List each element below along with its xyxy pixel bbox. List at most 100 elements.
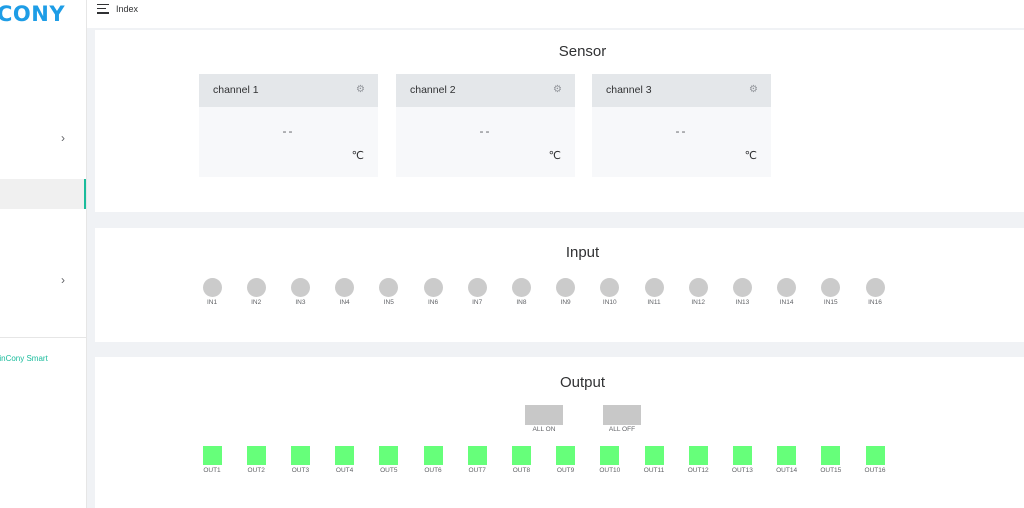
sensor-card-header: channel 1 ⚙ xyxy=(199,74,378,107)
output-relay[interactable]: OUT3 xyxy=(285,446,315,474)
channel-unit: ℃ xyxy=(351,150,364,162)
input-status-dot xyxy=(246,278,266,297)
output-toggle-button[interactable] xyxy=(556,446,576,465)
output-relay[interactable]: OUT15 xyxy=(816,446,846,474)
output-relay[interactable]: OUT11 xyxy=(639,446,669,474)
all-off-button[interactable] xyxy=(603,405,641,425)
output-label: OUT5 xyxy=(380,467,398,474)
output-relay[interactable]: OUT14 xyxy=(772,446,802,474)
output-toggle-button[interactable] xyxy=(290,446,310,465)
output-label: OUT1 xyxy=(203,467,221,474)
output-label: OUT16 xyxy=(864,467,886,474)
sidebar-item-7[interactable]: n xyxy=(0,297,86,325)
input-indicator: IN3 xyxy=(285,278,315,306)
input-status-dot xyxy=(777,278,797,297)
top-bar: Index xyxy=(87,0,1024,28)
sidebar-item-3[interactable]: r xyxy=(0,153,86,181)
breadcrumb[interactable]: Index xyxy=(116,4,139,14)
input-label: IN16 xyxy=(868,299,882,306)
input-label: IN11 xyxy=(647,299,661,306)
input-indicator: IN9 xyxy=(551,278,581,306)
input-status-dot xyxy=(511,278,531,297)
output-relay[interactable]: OUT4 xyxy=(330,446,360,474)
output-toggle-button[interactable] xyxy=(821,446,841,465)
gear-icon[interactable]: ⚙ xyxy=(356,84,365,95)
output-relay[interactable]: OUT6 xyxy=(418,446,448,474)
output-label: OUT4 xyxy=(335,467,354,474)
output-toggle-button[interactable] xyxy=(732,446,752,465)
input-indicator: IN15 xyxy=(816,278,846,306)
output-toggle-button[interactable] xyxy=(511,446,531,465)
input-label: IN10 xyxy=(602,299,617,306)
output-relay[interactable]: OUT5 xyxy=(374,446,404,474)
sidebar-item-sensor[interactable]: or xyxy=(0,179,86,209)
input-label: IN15 xyxy=(823,299,838,306)
sensor-title: Sensor xyxy=(558,43,607,60)
output-label: OUT15 xyxy=(820,467,842,474)
output-relay[interactable]: OUT8 xyxy=(506,446,536,474)
input-status-dot xyxy=(688,278,708,297)
brand-logo: CONY xyxy=(0,2,66,26)
output-relay[interactable]: OUT10 xyxy=(595,446,625,474)
gear-icon[interactable]: ⚙ xyxy=(553,84,562,95)
input-label: IN3 xyxy=(295,299,306,306)
input-label: IN6 xyxy=(427,299,439,306)
input-indicator: IN4 xyxy=(330,278,360,306)
output-relay[interactable]: OUT16 xyxy=(860,446,890,474)
output-toggle-button[interactable] xyxy=(335,446,355,465)
input-label: IN7 xyxy=(472,299,483,306)
output-relay[interactable]: OUT9 xyxy=(551,446,581,474)
output-toggle-button[interactable] xyxy=(379,446,399,465)
input-title: Input xyxy=(565,244,600,261)
output-relay[interactable]: OUT2 xyxy=(241,446,271,474)
input-status-dot xyxy=(821,278,841,297)
output-toggle-button[interactable] xyxy=(467,446,487,465)
output-title: Output xyxy=(559,374,606,391)
input-status-dot xyxy=(600,278,620,297)
input-status-dot xyxy=(644,278,664,297)
output-label: OUT7 xyxy=(468,467,486,474)
chevron-right-icon: › xyxy=(61,273,65,287)
output-label: OUT2 xyxy=(247,467,265,474)
channel-value: -- xyxy=(479,124,492,138)
output-toggle-button[interactable] xyxy=(688,446,708,465)
channel-name: channel 2 xyxy=(410,84,456,96)
output-toggle-button[interactable] xyxy=(423,446,443,465)
output-toggle-button[interactable] xyxy=(600,446,620,465)
channel-unit: ℃ xyxy=(744,150,757,162)
input-status-dot xyxy=(732,278,752,297)
sensor-card-header: channel 2 ⚙ xyxy=(396,74,575,107)
input-label: IN9 xyxy=(560,299,571,306)
menu-toggle-icon[interactable] xyxy=(97,4,109,14)
output-toggle-button[interactable] xyxy=(246,446,266,465)
input-label: IN4 xyxy=(339,299,350,306)
output-relay[interactable]: OUT12 xyxy=(683,446,713,474)
sidebar-item-protocol[interactable]: ol › xyxy=(0,268,86,296)
output-label: OUT13 xyxy=(731,467,753,474)
output-relay[interactable]: OUT13 xyxy=(727,446,757,474)
output-relay[interactable]: OUT1 xyxy=(197,446,227,474)
channel-name: channel 3 xyxy=(606,84,652,96)
input-label: IN14 xyxy=(779,299,794,306)
input-status-dot xyxy=(865,278,885,297)
output-toggle-button[interactable] xyxy=(865,446,885,465)
input-indicator: IN7 xyxy=(462,278,492,306)
output-toggle-button[interactable] xyxy=(202,446,222,465)
input-label: IN1 xyxy=(206,299,218,306)
input-status-dot xyxy=(290,278,310,297)
sidebar-item-1[interactable]: t xyxy=(0,99,86,127)
output-toggle-button[interactable] xyxy=(777,446,797,465)
input-status-dot xyxy=(423,278,443,297)
output-label: OUT9 xyxy=(556,467,575,474)
output-relay[interactable]: OUT7 xyxy=(462,446,492,474)
all-on-button[interactable] xyxy=(525,405,563,425)
input-label: IN12 xyxy=(691,299,706,306)
sidebar-item-network[interactable]: rk xyxy=(0,242,86,270)
gear-icon[interactable]: ⚙ xyxy=(749,84,758,95)
sidebar-item-2[interactable]: R › xyxy=(0,126,86,154)
kincony-smart-link[interactable]: KinCony Smart xyxy=(0,354,48,363)
chevron-right-icon: › xyxy=(61,131,65,145)
input-status-dot xyxy=(467,278,487,297)
all-on-label: ALL ON xyxy=(532,426,556,433)
output-toggle-button[interactable] xyxy=(644,446,664,465)
